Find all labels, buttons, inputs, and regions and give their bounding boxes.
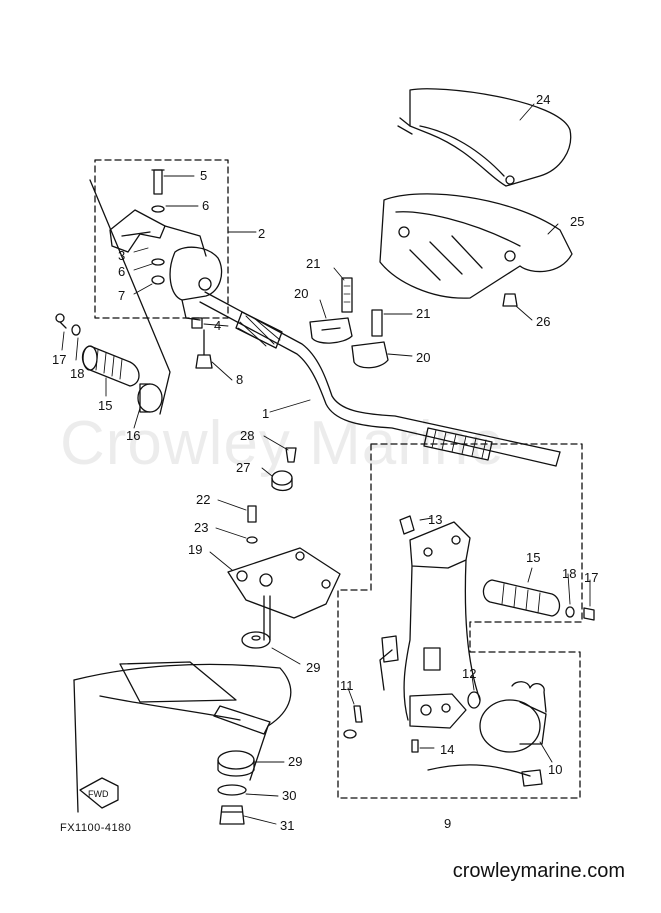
callout-21-upper: 21: [306, 256, 320, 271]
callout-11: 11: [340, 678, 354, 693]
fwd-arrow: [79, 777, 119, 809]
callout-1: 1: [262, 406, 269, 421]
upper-clamp-20: [309, 317, 353, 344]
callout-12: 12: [462, 666, 476, 681]
callout-29-lower: 29: [288, 754, 302, 769]
callout-26: 26: [536, 314, 550, 329]
switch-base-unit: [409, 693, 467, 729]
callout-27: 27: [236, 460, 250, 475]
bolt-21-lower: [371, 309, 383, 337]
throttle-housing: [169, 246, 223, 321]
callout-14: 14: [440, 742, 454, 757]
screw-11: [353, 705, 363, 723]
washer-23: [246, 536, 258, 544]
website-link[interactable]: crowleymarine.com: [452, 860, 625, 882]
right-grip-knurl: [423, 427, 493, 461]
callout-20-upper: 20: [294, 286, 308, 301]
callout-19: 19: [188, 542, 202, 557]
steering-plate-19: [227, 547, 341, 619]
callout-29-upper: 29: [306, 660, 320, 675]
bolt-22: [247, 505, 257, 523]
switch-housing-13: [409, 521, 471, 569]
callout-20-lower: 20: [416, 350, 430, 365]
callout-18-left: 18: [70, 366, 84, 381]
callout-13: 13: [428, 512, 442, 527]
lanyard-clip: [521, 769, 543, 787]
bolt-5: [151, 169, 165, 195]
rubber-mount-29-upper: [241, 631, 271, 649]
collar-27: [271, 470, 293, 492]
switch-button-13: [399, 515, 415, 535]
rubber-mount-29-lower: [217, 750, 255, 777]
callout-5: 5: [200, 168, 207, 183]
fwd-label: FWD: [88, 789, 109, 799]
callout-21-lower: 21: [416, 306, 430, 321]
callout-24: 24: [536, 92, 550, 107]
lower-clamp-20: [351, 341, 389, 369]
callout-22: 22: [196, 492, 210, 507]
callout-25: 25: [570, 214, 584, 229]
diagram-code: FX1100-4180: [60, 822, 132, 834]
watermark: Crowley Marine: [60, 409, 505, 478]
callout-9: 9: [444, 816, 451, 831]
lanyard-cord: [427, 764, 531, 777]
left-grip-15: [81, 345, 140, 387]
callout-15-left: 15: [98, 398, 112, 413]
callout-17-left: 17: [52, 352, 66, 367]
callout-17-right: 17: [584, 570, 598, 585]
screw-28: [285, 447, 297, 463]
screw-4: [191, 317, 203, 329]
callout-6b: 6: [118, 264, 125, 279]
frame-switch-assembly: [337, 443, 583, 799]
callout-28: 28: [240, 428, 254, 443]
stop-switch-10: [479, 699, 547, 753]
grip-parts-outline: [89, 179, 171, 415]
callout-10: 10: [548, 762, 562, 777]
callout-4: 4: [214, 318, 221, 333]
callout-6a: 6: [202, 198, 209, 213]
callout-16: 16: [126, 428, 140, 443]
callout-3: 3: [118, 248, 125, 263]
callout-15-right: 15: [526, 550, 540, 565]
connector-plugs: [381, 635, 441, 671]
washer-18-right: [565, 606, 575, 618]
washer-18-left: [71, 324, 81, 336]
callout-labels: 1 2 3 4 5 6 6 7 8 9 10 11 12 13 14 15 15…: [52, 92, 598, 833]
grommet-12: [467, 691, 481, 709]
callout-23: 23: [194, 520, 208, 535]
callout-31: 31: [280, 818, 294, 833]
bolt-14: [411, 739, 419, 753]
left-grip-knurl: [235, 311, 283, 349]
switch-cables: [379, 559, 481, 721]
callout-2: 2: [258, 226, 265, 241]
screw-17-right: [583, 607, 595, 621]
nut-7: [151, 275, 165, 285]
stem-shaft: [263, 595, 271, 641]
leader-lines: [61, 103, 591, 825]
bolt-21-upper: [341, 277, 353, 313]
washer-6-upper: [151, 205, 165, 213]
callout-30: 30: [282, 788, 296, 803]
coil-cord: [511, 681, 547, 713]
nut-31: [219, 805, 245, 825]
right-grip-15: [482, 579, 561, 617]
end-cap-16: [137, 383, 163, 413]
bolt-26: [502, 293, 518, 307]
callout-8: 8: [236, 372, 243, 387]
washer-11: [343, 729, 357, 739]
washer-6-lower: [151, 258, 165, 266]
callout-18-right: 18: [562, 566, 576, 581]
screw-17-left: [55, 313, 67, 329]
callout-7: 7: [118, 288, 125, 303]
washer-30: [217, 784, 247, 796]
cover-24: [397, 88, 572, 187]
frame-throttle-assembly: [94, 159, 229, 319]
nut-8: [195, 329, 213, 369]
pedestal-25: [379, 193, 573, 299]
handlebar: [199, 291, 561, 467]
